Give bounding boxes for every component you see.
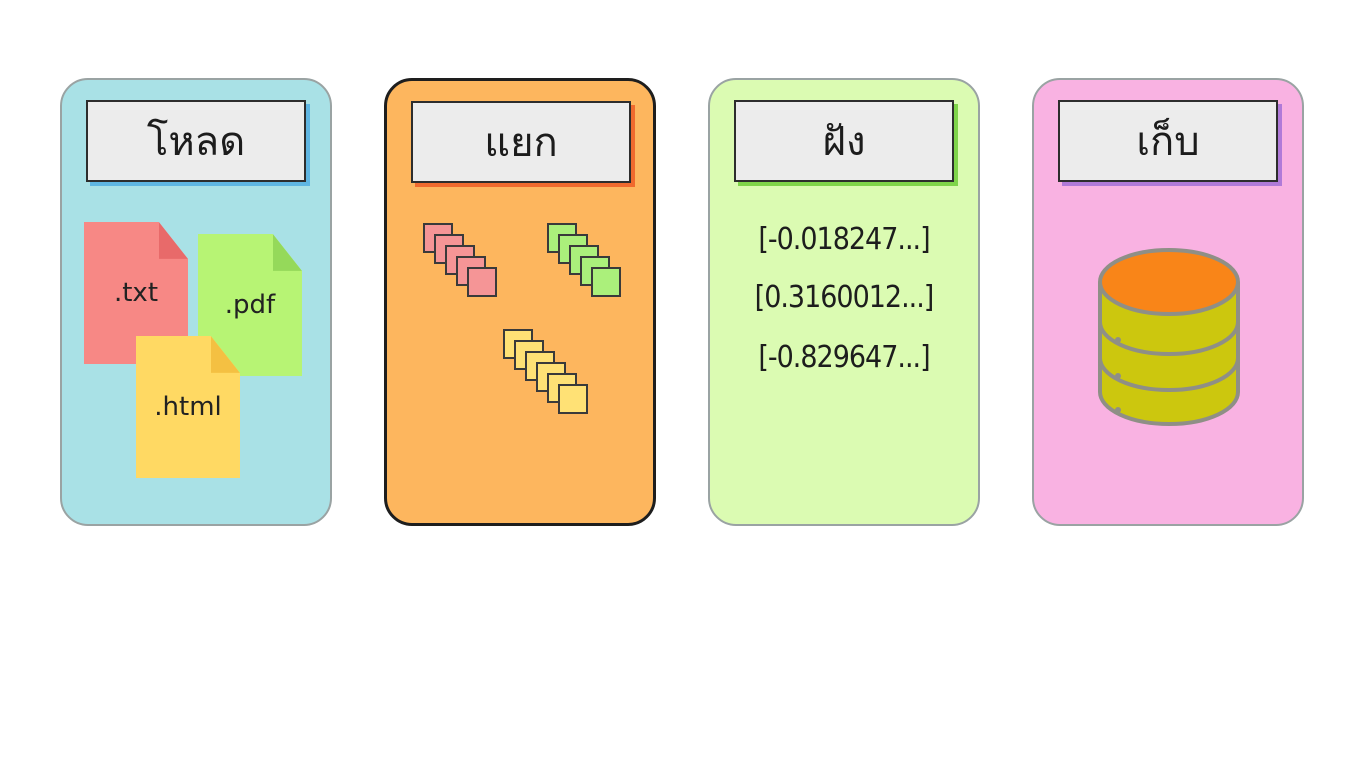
- database-dot-2: [1115, 373, 1121, 379]
- chunk-square: [558, 384, 588, 414]
- database-dot-3: [1115, 407, 1121, 413]
- database-band-1: [1098, 321, 1240, 356]
- load-title: โหลด: [86, 100, 306, 182]
- load-card: โหลด .txt .pdf .html: [60, 78, 332, 526]
- store-card: เก็บ: [1032, 78, 1304, 526]
- html-file-icon: .html: [136, 336, 240, 478]
- database-dot-1: [1115, 337, 1121, 343]
- chunk-square: [467, 267, 497, 297]
- split-title: แยก: [411, 101, 631, 183]
- embed-title: ฝัง: [734, 100, 954, 182]
- split-card: แยก: [384, 78, 656, 526]
- html-file-label: .html: [154, 392, 222, 422]
- vector-2: [0.3160012...]: [754, 280, 935, 315]
- database-icon: [1098, 248, 1240, 426]
- chunk-square: [591, 267, 621, 297]
- store-title: เก็บ: [1058, 100, 1278, 182]
- vector-1: [-0.018247...]: [758, 222, 930, 257]
- txt-file-label: .txt: [113, 278, 159, 308]
- embed-card: ฝัง [-0.018247...] [0.3160012...] [-0.82…: [708, 78, 980, 526]
- pdf-file-label: .pdf: [224, 290, 276, 320]
- database-band-2: [1098, 357, 1240, 392]
- database-top: [1098, 248, 1240, 316]
- vector-3: [-0.829647...]: [758, 340, 930, 375]
